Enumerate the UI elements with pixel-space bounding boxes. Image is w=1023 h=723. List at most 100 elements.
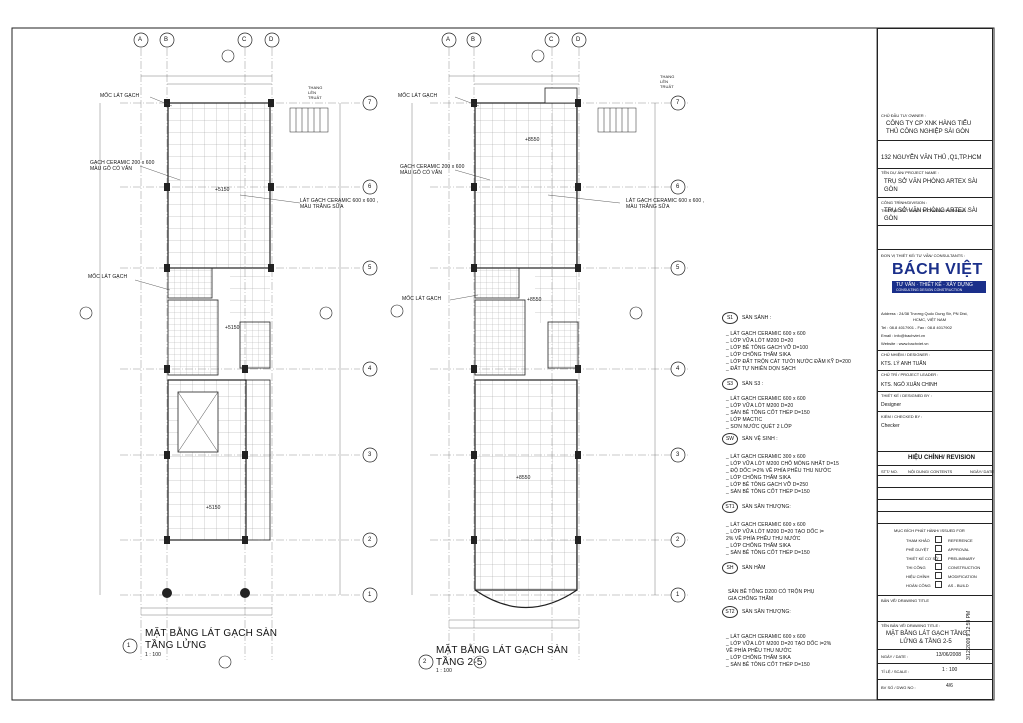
grid-label-c-2: C	[549, 37, 554, 43]
plan2-gach600b: MÀU TRẮNG SỮA	[626, 204, 670, 210]
sign-1-value: KTS. LÝ ANH TUẤN	[881, 361, 927, 367]
legend-line: _ LỚP VỮA LÓT M200 D=20	[726, 403, 794, 409]
legend-line: _ LỚP VỮA LÓT M200 CHỖ MỎNG NHẤT D=15	[726, 461, 839, 467]
legend-line: GIA CHỐNG THẤM	[728, 596, 774, 602]
title-block: CHỦ ĐẦU TƯ/ OWNER : CÔNG TY CP XNK HÀNG …	[877, 28, 994, 700]
plan1-subtitle: TẦNG LỬNG	[145, 640, 207, 651]
consultant-label: ĐƠN VỊ THIẾT KẾ/ TƯ VẤN/ CONSULTANTS :	[881, 253, 966, 258]
sign-1-label: CHỦ NHIỆM / DESIGNER :	[881, 352, 931, 357]
checkbox-construction[interactable]	[935, 563, 942, 570]
plan2-gach600: LÁT GẠCH CERAMIC 600 x 600 ,	[626, 198, 705, 204]
revision-title: HIỆU CHỈNH/ REVISION	[908, 455, 976, 461]
legend-line: _ LỚP CHỐNG THẤM SIKA	[726, 352, 791, 358]
legend-line: _ LÁT GẠCH CERAMIC 600 x 600	[726, 522, 806, 528]
sign-4-value: Checker	[881, 423, 900, 429]
checkbox-modification[interactable]	[935, 572, 942, 579]
legend-line: _ LÁT GẠCH CERAMIC 600 x 600	[726, 331, 806, 337]
legend-code-s3: S3	[722, 378, 738, 390]
plan2-stair: THANG LÊN TRUẢT	[660, 74, 675, 89]
grid-label-6-1: 6	[368, 184, 372, 190]
logo-text: BÁCH VIỆT	[892, 261, 983, 278]
issue-row-en: CONSTRUCTION	[948, 565, 981, 570]
plan2-moc-mid: MỐC LÁT GẠCH	[402, 296, 442, 302]
owner-line-1: CÔNG TY CP XNK HÀNG TIỂU	[886, 121, 972, 127]
drawing-label: TÊN BẢN VẼ/ DRAWING TITLE :	[881, 623, 941, 628]
grid-label-a-1: A	[138, 37, 143, 43]
checkbox-preliminary[interactable]	[935, 554, 942, 561]
project-label: TÊN DỰ ÁN/ PROJECT NAME :	[881, 170, 939, 175]
legend-title-s3: SÀN S3 :	[742, 381, 764, 387]
dwg-no-value: 4/6	[946, 683, 953, 689]
plan1-level-2: +5150	[225, 325, 240, 331]
sheet-name-label: BẢN VẼ/ DRAWING TITLE	[881, 598, 930, 603]
grid-label-5-1: 5	[368, 265, 372, 271]
legend-title-sh: SÀN HẦM	[742, 565, 766, 571]
owner-label: CHỦ ĐẦU TƯ/ OWNER :	[881, 113, 926, 118]
legend-line: 2% VỀ PHÍA PHỄU THU NƯỚC	[726, 536, 801, 542]
legend-line: _ LỚP VỮA LÓT M200 D=20 TẠO DỐC i=	[726, 529, 824, 535]
date-value: 13/06/2008	[936, 652, 962, 658]
issue-title: MỤC ĐÍCH PHÁT HÀNH/ ISSUED FOR	[894, 528, 965, 533]
grid-label-b-2: B	[471, 37, 476, 43]
rev-col-contents: NỘI DUNG/ CONTENTS	[908, 469, 953, 474]
division-line-2: GÒN	[884, 216, 898, 222]
legend-code-s1: S1	[722, 312, 738, 324]
sign-4-label: KIỂM / CHECKED BY :	[881, 414, 923, 419]
firm-address-1: Address : 24/38 Trương Quốc Dung Str, PN…	[881, 311, 968, 316]
grid-label-3-1: 3	[368, 452, 372, 458]
issue-row-vi: THI CÔNG	[906, 565, 926, 570]
checkbox-reference[interactable]	[935, 536, 942, 543]
legend-code-sw: SW	[722, 433, 738, 445]
plan1-level-1: +5150	[215, 187, 230, 193]
plan1-moc-top: MỐC LÁT GẠCH	[100, 93, 140, 99]
legend-line: _ LỚP BÊ TÔNG GẠCH VỠ D=250	[726, 482, 809, 488]
plan1-number: 1	[127, 643, 131, 649]
legend-line: _ LÁT GẠCH CERAMIC 600 x 600	[726, 634, 806, 640]
plan2-subtitle: TẦNG 2-5	[436, 657, 483, 668]
grid-label-6-2: 6	[676, 184, 680, 190]
grid-label-d-1: D	[269, 37, 274, 43]
bach-viet-logo: BÁCH VIỆT TƯ VẤN · THIẾT KẾ · XÂY DỰNG C…	[886, 261, 986, 301]
grid-label-7-2: 7	[676, 100, 680, 106]
division-line-1: TRỤ SỞ VĂN PHÒNG ARTEX SÀI	[884, 208, 978, 214]
logo-sub: TƯ VẤN · THIẾT KẾ · XÂY DỰNG	[896, 282, 973, 288]
division-label: CÔNG TRÌNH/DIVISION :	[881, 200, 928, 205]
plan1-scale: 1 : 100	[145, 652, 161, 658]
issue-row-vi: PHÊ DUYỆT	[906, 547, 929, 552]
logo-sub2: CONSULTING DESIGN CONSTRUCTION	[896, 288, 963, 292]
scale-label: TỈ LỆ / SCALE :	[881, 669, 910, 674]
plan1-level-3: +5150	[206, 505, 221, 511]
plan1-title: MẶT BẰNG LÁT GẠCH SÀN	[145, 628, 278, 639]
plan2-level-1: +8550	[525, 137, 540, 143]
legend-line: _ LỚP CHỐNG THẤM SIKA	[726, 475, 791, 481]
grid-label-5-2: 5	[676, 265, 680, 271]
side-timestamp: 3/12/2009 9:12:59 PM	[966, 610, 972, 660]
sign-3-label: THIẾT KẾ / DESIGNED BY :	[881, 393, 932, 398]
legend-line: _ SƠN NƯỚC QUÉT 2 LỚP	[726, 424, 792, 430]
issue-row-vi: THAM KHẢO	[906, 538, 930, 543]
legend-code-sh: SH	[722, 562, 738, 574]
plan2-number: 2	[423, 659, 427, 665]
legend-title-st1: SÀN SÂN THƯỢNG:	[742, 504, 791, 510]
plan2-gach200b: MÀU GỖ CÓ VÂN	[400, 170, 443, 176]
legend-title-sw: SÀN VỆ SINH :	[742, 436, 778, 442]
issue-row-en: MODIFICATION	[948, 574, 977, 579]
plan1-moc-mid: MỐC LÁT GẠCH	[88, 274, 128, 280]
legend-line: _ LỚP VỮA LÓT M200 D=20	[726, 338, 794, 344]
planning-label: THIẾT KẾ KỸ THUẬT/ TECHNICAL PLANNING :	[881, 208, 969, 213]
legend-code-st1: ST1	[722, 501, 738, 513]
plan1-stair: THANG LÊN TRUẢT	[308, 85, 323, 100]
grid-label-1-2: 1	[676, 592, 680, 598]
legend-title-st2: SÀN SÂN THƯỢNG:	[742, 609, 791, 615]
grid-label-c-1: C	[242, 37, 247, 43]
firm-website: Website : www.bachviet.vn	[881, 341, 929, 346]
issue-row-vi: HIỆU CHỈNH	[906, 574, 930, 579]
legend-line: _ LỚP VỮA LÓT M200 D=20 TẠO DỐC i=2%	[726, 641, 832, 647]
grid-label-b-1: B	[164, 37, 169, 43]
checkbox-approval[interactable]	[935, 545, 942, 552]
plan-1-geometry	[79, 48, 360, 669]
legend-line: _ ĐẤT TỰ NHIÊN DỌN SẠCH	[726, 366, 796, 372]
grid-label-2-2: 2	[676, 537, 680, 543]
checkbox-as-build[interactable]	[935, 581, 942, 588]
